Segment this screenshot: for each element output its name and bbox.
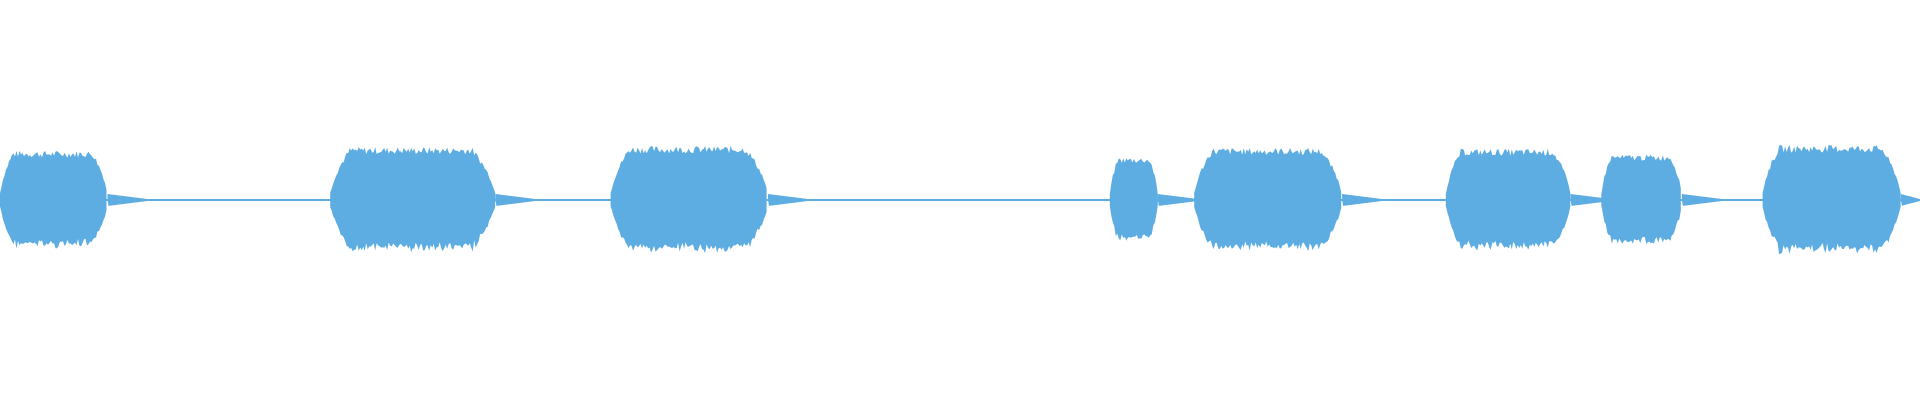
waveform-tail-3 — [768, 194, 808, 206]
waveform-burst-3 — [610, 145, 767, 254]
waveform-burst-5 — [1194, 147, 1342, 252]
waveform-tail-8 — [1900, 194, 1920, 206]
waveform-burst-8 — [1762, 145, 1901, 255]
waveform-tail-6 — [1570, 194, 1611, 206]
waveform-tail-7 — [1681, 194, 1722, 206]
waveform-burst-6 — [1445, 148, 1571, 251]
waveform-bursts — [0, 145, 1920, 255]
waveform-burst-4 — [1109, 158, 1158, 241]
waveform-tail-4 — [1157, 194, 1198, 206]
waveform-burst-7 — [1601, 154, 1681, 244]
waveform-burst-2 — [330, 147, 496, 253]
waveform-burst-1 — [0, 150, 107, 249]
waveform-tail-1 — [107, 194, 148, 206]
waveform-tail-5 — [1342, 194, 1383, 206]
waveform-tail-2 — [495, 194, 536, 206]
